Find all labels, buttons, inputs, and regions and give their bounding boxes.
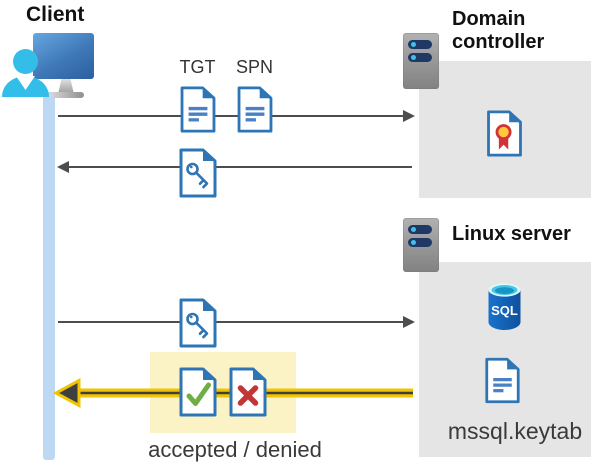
server-drive-pill <box>408 40 432 49</box>
sql-database-label: SQL <box>491 303 518 318</box>
server-drive-pill <box>408 238 432 247</box>
server-drive-pill <box>408 225 432 234</box>
person-head <box>13 49 38 74</box>
drive-led-dot <box>411 227 416 232</box>
key-document-icon <box>179 298 217 348</box>
spn-label: SPN <box>235 57 273 77</box>
client-title: Client <box>26 3 85 26</box>
linux-server-title: Linux server <box>452 223 571 245</box>
client-workstation-icon <box>0 28 100 98</box>
certificate-document-icon <box>487 110 522 157</box>
sql-database-icon: SQL <box>488 283 521 330</box>
monitor-base <box>50 92 84 98</box>
drive-led-dot <box>411 55 416 60</box>
linux-server-icon <box>403 218 439 272</box>
drive-led-dot <box>411 240 416 245</box>
domain-controller-title: Domain controller <box>452 8 545 53</box>
domain-controller-server-icon <box>403 33 439 89</box>
monitor-stand <box>58 79 74 94</box>
accepted-check-document-icon <box>179 367 217 417</box>
arrow-client-to-linux <box>58 316 415 328</box>
spn-ticket-document-icon <box>237 86 273 133</box>
person-collar <box>16 76 35 90</box>
server-drive-pill <box>408 53 432 62</box>
keytab-filename-label: mssql.keytab <box>447 418 583 444</box>
client-timeline-bar <box>43 92 55 460</box>
denied-x-document-icon <box>229 367 267 417</box>
arrow-client-to-dc <box>58 110 415 122</box>
drive-led-dot <box>411 42 416 47</box>
key-document-icon <box>179 148 217 198</box>
tgt-label: TGT <box>179 57 216 77</box>
monitor-shape <box>33 33 94 79</box>
arrow-dc-to-client <box>57 161 412 173</box>
keytab-document-icon <box>485 357 520 404</box>
result-caption: accepted / denied <box>148 437 322 462</box>
tgt-ticket-document-icon <box>180 86 216 133</box>
person-body <box>2 76 49 97</box>
